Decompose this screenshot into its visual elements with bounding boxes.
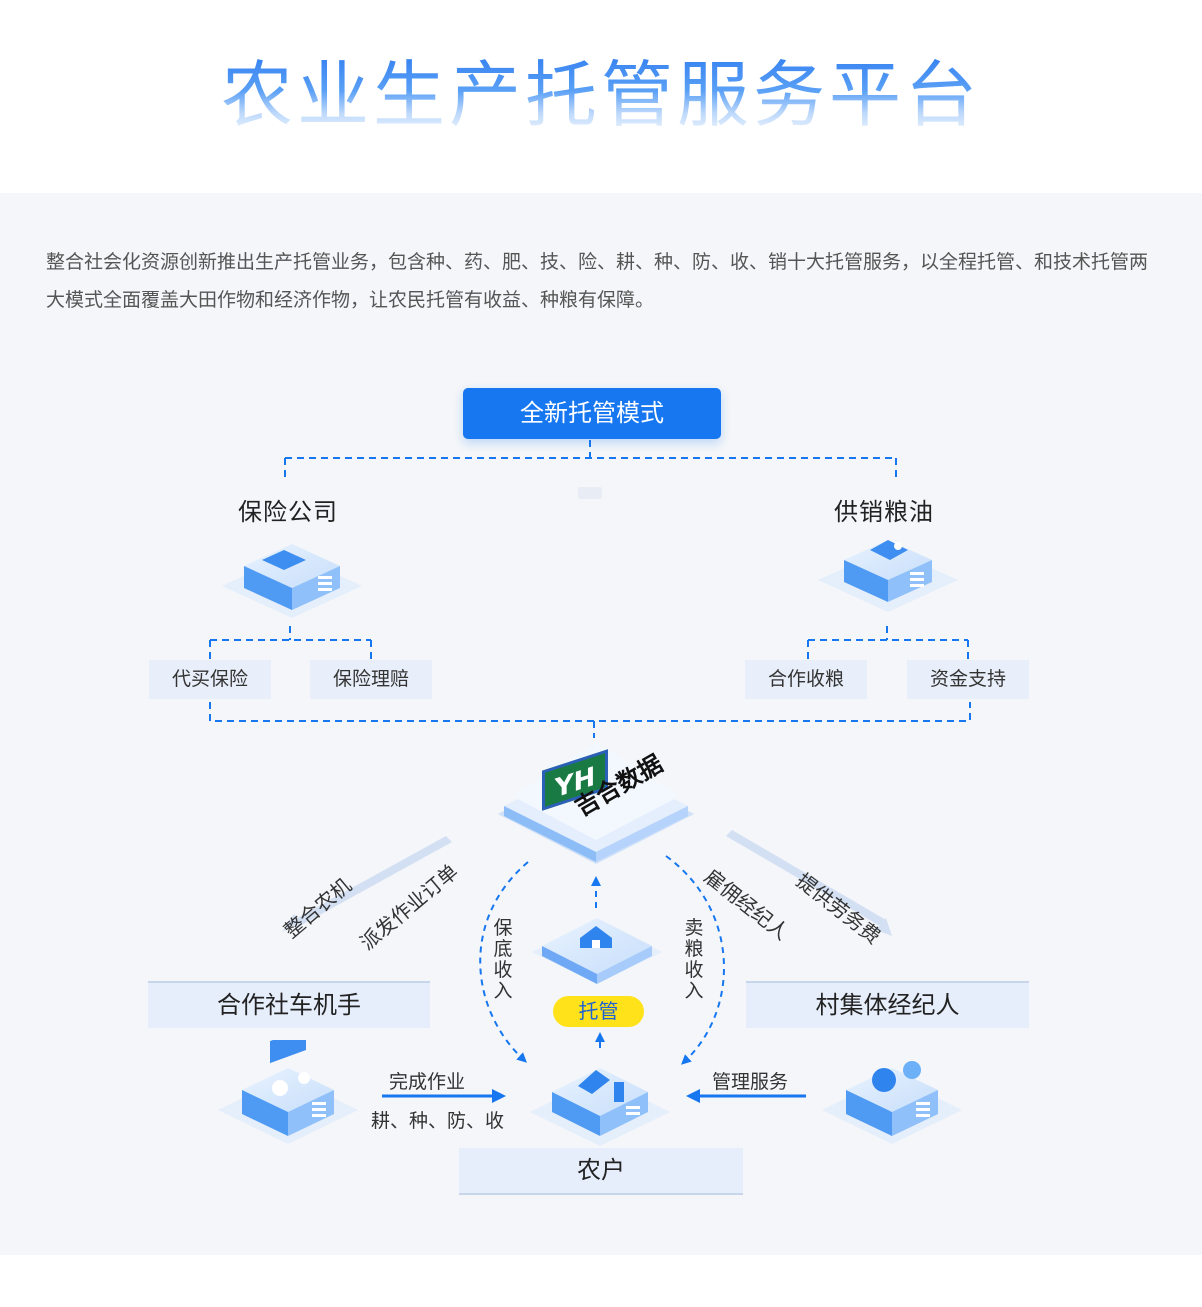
cooperative-bar: 合作社车机手 <box>148 981 430 1028</box>
chip-fund-support: 资金支持 <box>907 660 1029 699</box>
label-guaranteed-income: 保底收入 <box>493 917 513 1002</box>
tuoguan-tag: 托管 <box>553 996 644 1027</box>
farmer-bar: 农户 <box>459 1148 743 1195</box>
village-broker-bar: 村集体经纪人 <box>746 981 1029 1028</box>
farmer-icon <box>530 1068 670 1146</box>
shop-icon <box>818 540 958 612</box>
broker-icon <box>822 1061 962 1144</box>
chip-grain-purchase: 合作收粮 <box>745 660 867 699</box>
intro-text: 整合社会化资源创新推出生产托管业务，包含种、药、肥、技、险、耕、种、防、收、销十… <box>46 251 1149 311</box>
grain-oil-heading: 供销粮油 <box>834 498 934 526</box>
label-management-service: 管理服务 <box>712 1071 789 1093</box>
new-model-button[interactable]: 全新托管模式 <box>463 388 721 439</box>
tractor-icon <box>218 1040 358 1144</box>
label-complete-work: 完成作业 <box>389 1071 466 1093</box>
label-grain-income: 卖粮收入 <box>684 917 704 1002</box>
page-title: 农业生产托管服务平台 <box>0 50 1202 140</box>
building-icon <box>222 544 362 618</box>
insurance-heading: 保险公司 <box>238 498 338 526</box>
chip-buy-insurance: 代买保险 <box>149 660 271 699</box>
chip-insurance-claim: 保险理赔 <box>310 660 432 699</box>
house-hand-icon <box>532 918 662 984</box>
label-farming-tasks: 耕、种、防、收 <box>371 1110 505 1132</box>
